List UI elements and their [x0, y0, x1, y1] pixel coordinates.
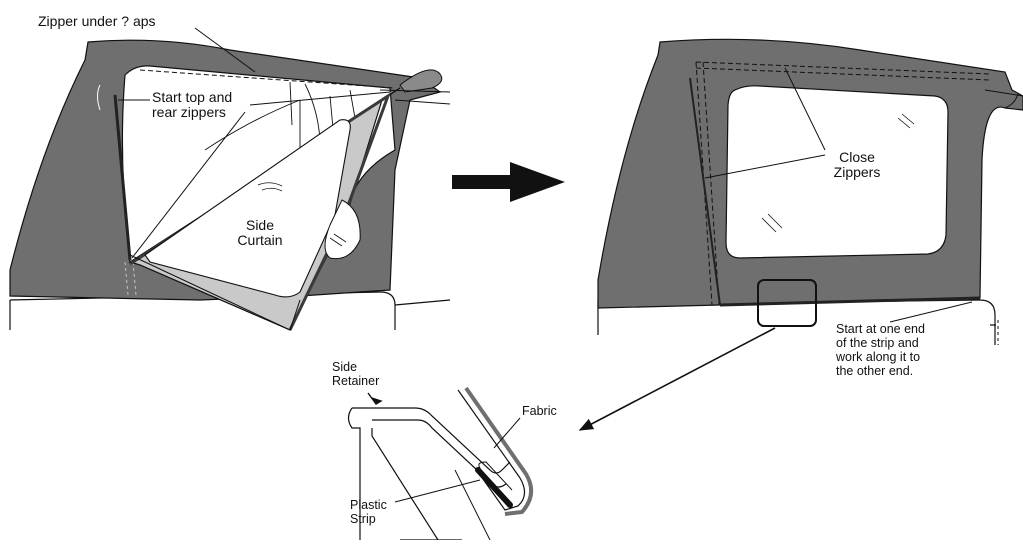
- left-car-body: [9, 291, 451, 330]
- left-rear-flap: [399, 69, 443, 93]
- label-side-curtain: Side Curtain: [237, 217, 283, 248]
- right-panel-closed-curtain: [597, 38, 1023, 345]
- label-start-top-rear-zippers: Start top and rear zippers: [152, 89, 233, 120]
- right-side-window: [725, 85, 949, 259]
- label-side-retainer: Side Retainer: [332, 360, 380, 388]
- label-plastic-strip: Plastic Strip: [350, 498, 387, 526]
- cross-section-detail: [347, 386, 534, 541]
- label-zipper-under-flaps: Zipper under ? aps: [38, 13, 156, 29]
- right-top-zipper: [695, 61, 991, 81]
- left-curtain-window: [144, 119, 351, 298]
- left-top-zipper: [139, 69, 396, 89]
- label-fabric: Fabric: [522, 404, 557, 418]
- fabric-section: [457, 389, 526, 511]
- side-retainer-profile: [352, 407, 511, 474]
- right-arrow-icon: [452, 162, 565, 202]
- left-panel-open-curtain: [9, 39, 451, 331]
- label-close-zippers: Close Zippers: [833, 149, 881, 180]
- detail-arrow: [578, 327, 776, 431]
- detail-callout-box: [757, 279, 817, 327]
- label-start-at-one-end: Start at one end of the strip and work a…: [836, 322, 925, 378]
- cross-section-leaders: [394, 417, 521, 503]
- right-leader-lines: [704, 67, 973, 323]
- left-leader-lines: [118, 27, 391, 259]
- plastic-strip-section: [475, 467, 513, 508]
- side-retainer-pointer: [367, 392, 383, 405]
